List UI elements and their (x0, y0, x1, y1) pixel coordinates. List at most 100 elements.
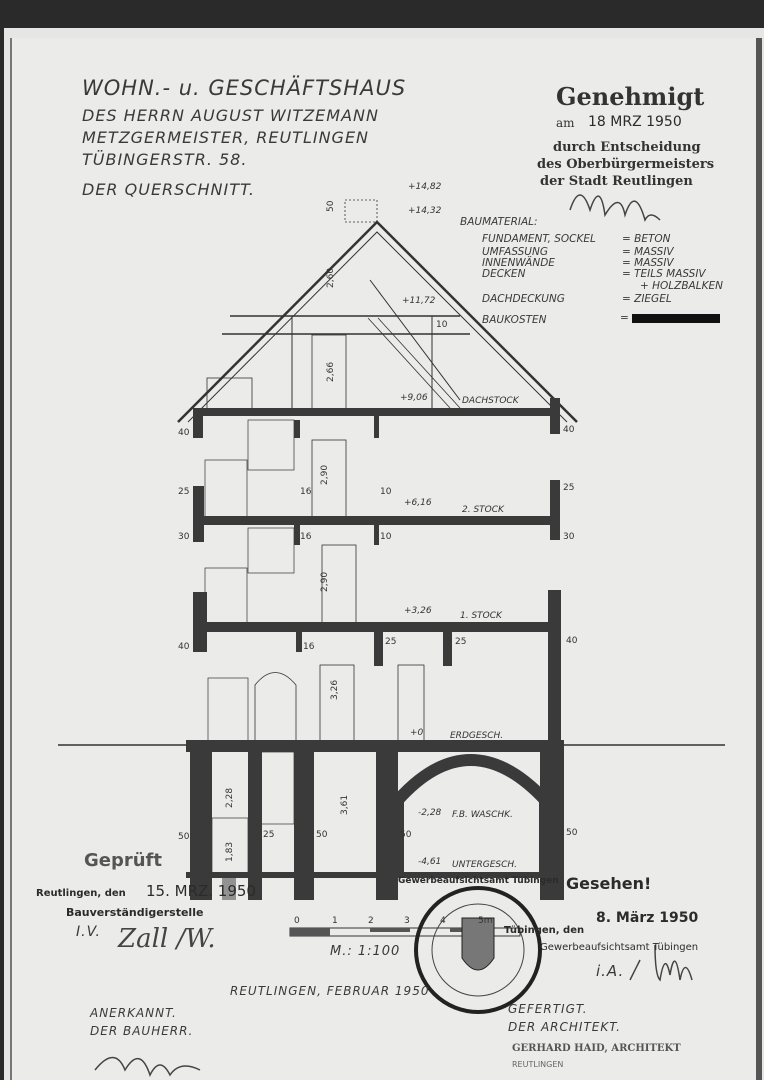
title-line-1: WOHN.- u. GESCHÄFTSHAUS (82, 76, 407, 100)
place-date: REUTLINGEN, FEBRUAR 1950 (230, 984, 430, 998)
seen-date: 8. März 1950 (596, 910, 699, 926)
wall-thickness: 40 (566, 636, 578, 646)
seen-place: Tübingen, den (504, 925, 585, 936)
level-mark: +11,72 (402, 296, 436, 306)
drawing-frame (10, 38, 762, 1080)
level-mark: -4,61 (418, 857, 442, 867)
level-mark: +3,26 (404, 606, 432, 616)
material-label: DACHDECKUNG (482, 293, 565, 305)
height-dimension: 1,83 (225, 841, 235, 862)
wall-thickness: 25 (563, 483, 575, 493)
wall-thickness: 30 (178, 532, 190, 542)
scale-tick: 0 (294, 916, 300, 926)
drawing-name: DER QUERSCHNITT. (82, 180, 255, 199)
wall-thickness: 40 (178, 642, 190, 652)
height-dimension: 3,61 (340, 794, 350, 815)
wall-thickness: 50 (316, 830, 328, 840)
level-mark: -2,28 (418, 808, 442, 818)
wall-thickness: 40 (178, 428, 190, 438)
wall-thickness: 16 (300, 532, 312, 542)
round-stamp (414, 886, 542, 1014)
approved-date: 18 MRZ 1950 (588, 114, 682, 130)
approved-heading: Genehmigt (556, 82, 705, 111)
architect-address: REUTLINGEN (512, 1060, 564, 1069)
wall-thickness: 25 (385, 637, 397, 647)
material-label: UMFASSUNG (482, 246, 548, 258)
round-stamp-text: Gewerbeaufsichtsamt Tübingen (398, 876, 559, 886)
scale-tick: 3 (404, 916, 410, 926)
approved-date-prefix: am (556, 116, 575, 130)
seen-sign-prefix: i.A. (596, 962, 625, 980)
height-dimension: 2,90 (320, 464, 330, 485)
title-line-2: DES HERRN AUGUST WITZEMANN (82, 106, 379, 125)
wall-thickness: 16 (300, 487, 312, 497)
floor-label: ERDGESCH. (450, 731, 504, 741)
chimney-dimension: 50 (326, 200, 336, 212)
level-mark: +14,32 (408, 206, 442, 216)
material-label: FUNDAMENT, SOCKEL (482, 233, 596, 245)
floor-label: UNTERGESCH. (452, 860, 518, 870)
height-dimension: 2,66 (326, 361, 336, 382)
scale-label: M.: 1:100 (330, 944, 401, 959)
checked-heading: Geprüft (84, 850, 162, 871)
wall-thickness: 30 (563, 532, 575, 542)
materials-heading: BAUMATERIAL: (460, 216, 538, 228)
floor-label: 1. STOCK (460, 611, 502, 621)
wall-thickness: 10 (436, 320, 448, 330)
checked-sign-prefix: I.V. (76, 924, 101, 940)
level-mark: +6,16 (404, 498, 432, 508)
architect-label: DER ARCHITEKT. (508, 1020, 621, 1034)
wall-thickness: 10 (380, 532, 392, 542)
checked-place: Reutlingen, den (36, 888, 126, 899)
wall-thickness: 25 (178, 487, 190, 497)
architect-name: GERHARD HAID, ARCHITEKT (512, 1043, 681, 1054)
floor-label: 2. STOCK (462, 505, 504, 515)
scale-tick: 2 (368, 916, 374, 926)
checked-date: 15. MRZ. 1950 (146, 882, 256, 900)
material-label: DECKEN (482, 268, 526, 280)
walls-and-slabs (186, 398, 564, 900)
material-value: = ZIEGEL (622, 293, 672, 305)
level-mark: +14,82 (408, 182, 442, 192)
height-dimension: 2,90 (320, 571, 330, 592)
scale-tick: 5m (478, 916, 493, 926)
checked-signature: Zall /W. (118, 924, 216, 954)
scale-tick: 4 (440, 916, 446, 926)
scale-tick: 1 (332, 916, 338, 926)
floor-label: F.B. WASCHK. (452, 810, 513, 820)
wall-thickness: 25 (263, 830, 275, 840)
redacted-cost (632, 314, 720, 323)
material-label: BAUKOSTEN (482, 314, 547, 326)
material-label: INNENWÄNDE (482, 257, 555, 269)
owner-label: DER BAUHERR. (90, 1024, 194, 1038)
approved-line-2: des Oberbürgermeisters (537, 157, 715, 172)
material-value: = MASSIV (622, 257, 674, 269)
wall-thickness: 10 (380, 487, 392, 497)
title-line-4: TÜBINGERSTR. 58. (82, 150, 248, 169)
wall-thickness: 50 (178, 832, 190, 842)
level-mark: +0 (410, 728, 424, 738)
height-dimension: 2,60 (326, 267, 336, 288)
prepared-label: GEFERTIGT. (508, 1002, 588, 1016)
height-dimension: 2,28 (225, 787, 235, 808)
approved-line-3: der Stadt Reutlingen (540, 174, 693, 189)
material-value: = (620, 312, 629, 324)
wall-thickness: 25 (455, 637, 467, 647)
wall-thickness: 16 (303, 642, 315, 652)
signatures (94, 194, 693, 1077)
seen-heading: Gesehen! (566, 874, 652, 893)
height-dimension: 3,26 (330, 679, 340, 700)
wall-thickness: 50 (400, 830, 412, 840)
acknowledged-label: ANERKANNT. (90, 1006, 177, 1020)
floor-label: DACHSTOCK (462, 396, 519, 406)
material-value: = BETON (622, 233, 671, 245)
wall-thickness: 50 (566, 828, 578, 838)
wall-thickness: 40 (563, 425, 575, 435)
seen-office: Gewerbeaufsichtsamt Tübingen (540, 942, 699, 953)
material-value: = TEILS MASSIV (622, 268, 706, 280)
material-value: = MASSIV (622, 246, 674, 258)
checked-office: Bauverständigerstelle (66, 906, 204, 919)
approved-line-1: durch Entscheidung (553, 140, 701, 155)
level-mark: +9,06 (400, 393, 428, 403)
